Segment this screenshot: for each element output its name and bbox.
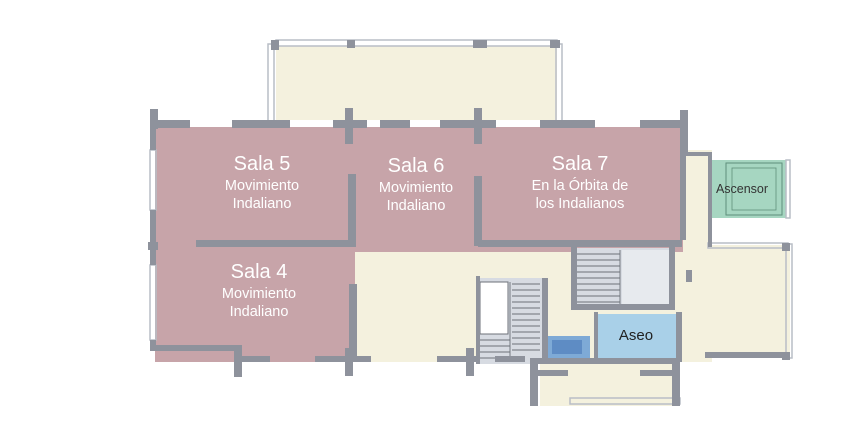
ascensor-label: Ascensor <box>716 182 768 196</box>
east-room <box>708 245 790 355</box>
sala-7-line1: En la Órbita de <box>532 177 629 194</box>
sala-4-line1: Movimiento <box>222 286 296 302</box>
sala-6-line2: Indaliano <box>387 198 446 214</box>
room-aseo[interactable] <box>596 314 676 360</box>
stairs-lower <box>476 278 542 364</box>
restroom-fixture-inner <box>552 340 582 354</box>
sala-4-line2: Indaliano <box>230 304 289 320</box>
sala-5-line2: Indaliano <box>233 196 292 212</box>
aseo-label: Aseo <box>619 327 653 344</box>
stairs-upper <box>571 248 673 306</box>
walls <box>148 40 790 406</box>
room-ascensor[interactable] <box>710 160 786 218</box>
room-sala-5[interactable] <box>155 127 355 242</box>
room-sala-6[interactable] <box>355 127 480 252</box>
sala-6-line1: Movimiento <box>379 180 453 196</box>
sala-5-name: Sala 5 <box>234 153 291 175</box>
bottom-corridor <box>540 360 680 406</box>
room-sala-7[interactable] <box>480 127 683 252</box>
sala-7-name: Sala 7 <box>552 153 609 175</box>
sala-4-name: Sala 4 <box>231 261 288 283</box>
sala-6-name: Sala 6 <box>388 155 445 177</box>
elevator-shaft-outline <box>725 162 783 216</box>
sala-5-line1: Movimiento <box>225 178 299 194</box>
room-sala-4[interactable] <box>155 242 355 362</box>
sala-7-line2: los Indalianos <box>536 196 625 212</box>
top-terrace <box>276 46 557 120</box>
elevator-cabin-outline <box>731 167 777 211</box>
